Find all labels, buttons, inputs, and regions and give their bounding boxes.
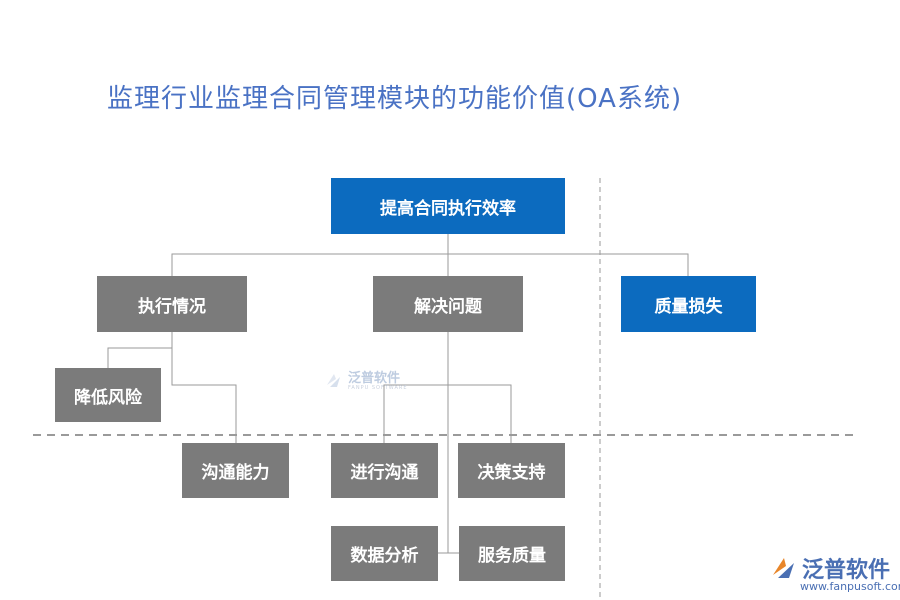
node-communication-ability: 沟通能力	[182, 443, 289, 498]
connector-level2-bus	[171, 253, 689, 276]
node-exec-status: 执行情况	[97, 276, 247, 332]
watermark-logo-icon	[327, 374, 340, 387]
node-quality-loss: 质量损失	[621, 276, 756, 332]
connector-solve-to-communicate	[383, 384, 512, 443]
node-reduce-risk: 降低风险	[55, 368, 161, 422]
node-service-quality: 服务质量	[459, 526, 565, 581]
brand-logo-icon	[773, 558, 794, 578]
node-data-analysis: 数据分析	[331, 526, 438, 581]
node-decision-support: 决策支持	[458, 443, 565, 498]
brand-logo-text: 泛普软件	[802, 558, 891, 583]
page-title: 监理行业监理合同管理模块的功能价值(OA系统)	[107, 84, 683, 114]
connector-exec-to-comm-ability	[171, 348, 237, 443]
node-communicate: 进行沟通	[331, 443, 438, 498]
connector-exec-to-risk	[107, 332, 173, 368]
brand-url: www.fanpusoft.com	[800, 580, 900, 593]
watermark: 泛普软件 FANPU SOFTWARE	[324, 371, 408, 391]
node-solve-problem: 解决问题	[373, 276, 523, 332]
node-top: 提高合同执行效率	[331, 178, 565, 234]
brand-logo: 泛普软件	[770, 552, 890, 584]
watermark-text: 泛普软件	[348, 370, 401, 386]
watermark-sub: FANPU SOFTWARE	[348, 384, 408, 391]
